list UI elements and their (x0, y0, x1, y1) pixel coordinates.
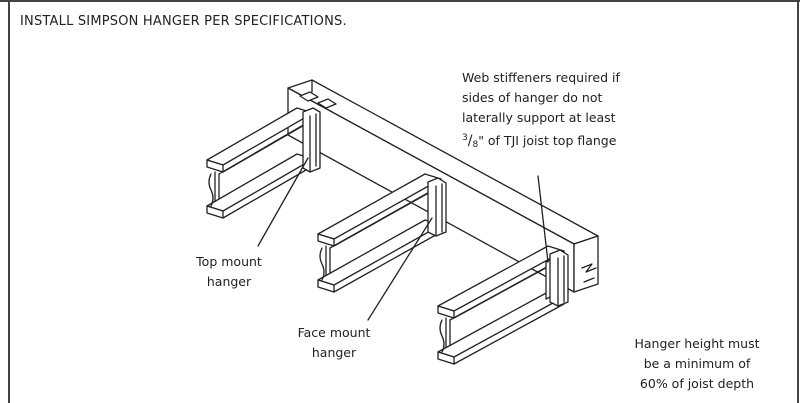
web-stiffener-note-line-2: sides of hanger do not (462, 90, 603, 105)
joist-1 (206, 107, 321, 219)
face-mount-leader (367, 217, 433, 321)
web-stiffener-note: Web stiffeners required if sides of hang… (462, 68, 620, 155)
hanger-height-line-1: Hanger height must (634, 336, 760, 351)
joist-2 (317, 173, 447, 293)
joist-3 (437, 245, 569, 365)
top-mount-hanger-tabs (299, 91, 337, 109)
hanger-height-note: Hanger height must be a minimum of 60% o… (612, 334, 782, 394)
face-mount-hanger-label: Face mount hanger (288, 323, 380, 363)
install-note: INSTALL SIMPSON HANGER PER SPECIFICATION… (20, 14, 347, 29)
hanger-height-line-2: be a minimum of (643, 356, 751, 371)
fraction-slash: / (467, 133, 473, 149)
web-stiffener-leader (537, 175, 549, 263)
top-mount-leader (257, 157, 309, 247)
web-stiffener-note-line-3: laterally support at least (462, 110, 616, 125)
top-mount-hanger-label: Top mount hanger (186, 252, 272, 292)
frame-top-border (0, 0, 800, 2)
web-stiffener-note-line-4-text: " of TJI joist top flange (478, 133, 617, 148)
web-stiffener-note-line-1: Web stiffeners required if (462, 70, 620, 85)
frame-left-border (8, 0, 10, 403)
frame-right-border (797, 0, 799, 403)
face-mount-label-line-2: hanger (311, 345, 357, 360)
fraction-denominator: 8 (472, 140, 479, 150)
face-mount-label-line-1: Face mount (297, 325, 371, 340)
fraction-numerator: 3 (462, 133, 468, 143)
web-stiffener-note-line-4: 3/8" of TJI joist top flange (462, 128, 620, 155)
hanger-height-line-3: 60% of joist depth (639, 376, 755, 391)
top-mount-label-line-1: Top mount (196, 254, 262, 269)
top-mount-label-line-2: hanger (206, 274, 252, 289)
